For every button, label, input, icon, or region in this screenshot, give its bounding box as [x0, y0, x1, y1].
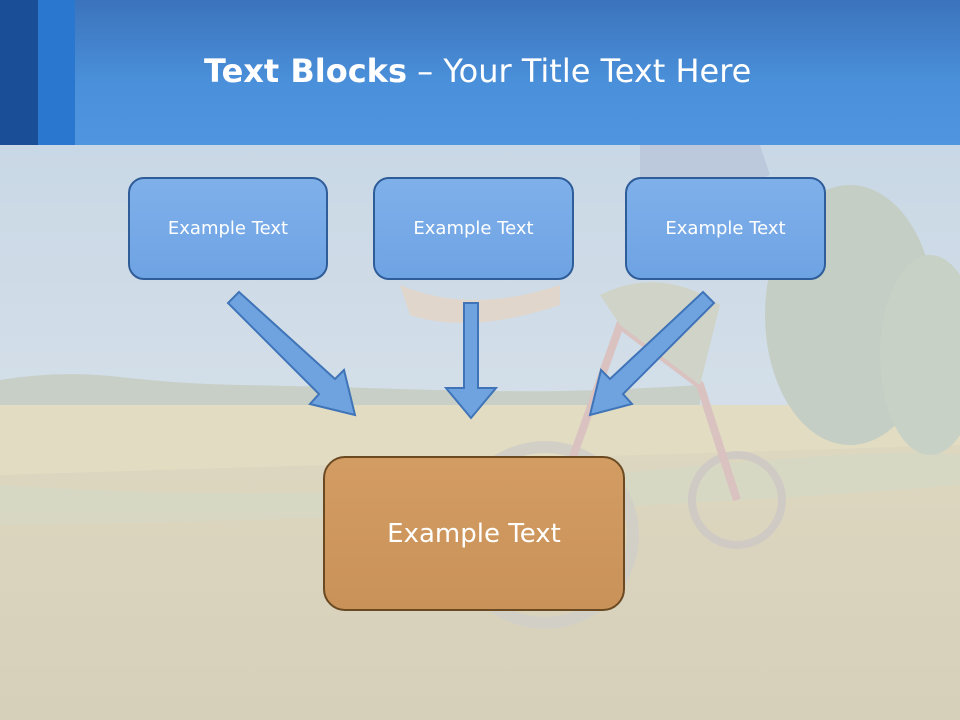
header-stripe-dark	[0, 0, 38, 145]
text-block-2-label: Example Text	[413, 218, 534, 239]
text-block-3[interactable]: Example Text	[625, 177, 826, 280]
slide-title-bold: Text Blocks	[204, 52, 407, 90]
header-band: Text Blocks – Your Title Text Here	[0, 0, 960, 145]
slide-title: Text Blocks – Your Title Text Here	[204, 52, 751, 90]
main-text-block-label: Example Text	[387, 518, 561, 549]
text-block-1[interactable]: Example Text	[128, 177, 328, 280]
text-block-2[interactable]: Example Text	[373, 177, 574, 280]
slide-title-rest: – Your Title Text Here	[407, 52, 752, 90]
header-stripe-light	[38, 0, 75, 145]
main-text-block[interactable]: Example Text	[323, 456, 625, 611]
text-block-1-label: Example Text	[167, 218, 289, 239]
text-block-3-label: Example Text	[665, 218, 786, 239]
